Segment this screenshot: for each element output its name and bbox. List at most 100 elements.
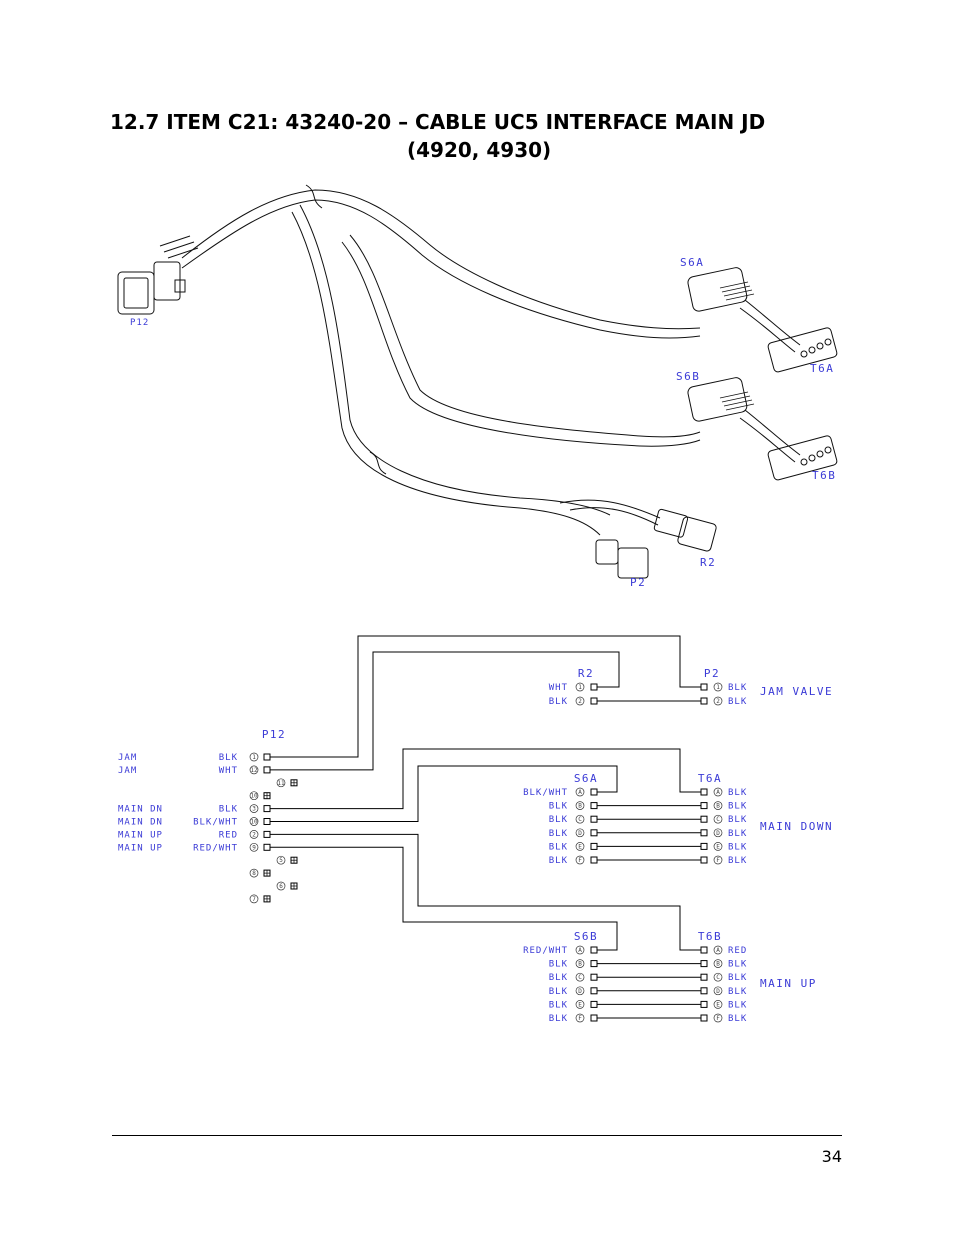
s6a-pin-number: D [578, 830, 582, 837]
t6b-drawing-label: T6B [812, 469, 836, 482]
t6b-pin [713, 972, 723, 982]
t6a-drawing-label: T6A [810, 362, 834, 375]
page-number: 34 [821, 1147, 842, 1166]
t6a-terminal [700, 829, 708, 837]
s6a-pin [575, 801, 585, 810]
heading-line-2: (4920, 4930) [407, 138, 552, 162]
trunk-cable-edge [181, 199, 701, 339]
s6b-pin-number: A [578, 947, 582, 954]
s6b-terminal [590, 946, 598, 954]
t6a-pin [713, 787, 723, 797]
t6b-schematic-label: T6B [698, 930, 722, 943]
t6b-wire-color: BLK [728, 960, 747, 970]
r2-pin [575, 682, 585, 692]
t6b-wire-color: BLK [728, 1014, 747, 1024]
break-mark [369, 451, 387, 475]
s6b-pin-number: F [578, 1015, 582, 1022]
p2-schematic-label: P2 [704, 667, 720, 680]
t6a-pin [713, 828, 723, 838]
p12-wire-color: BLK/WHT [193, 818, 238, 828]
t6b-terminal [700, 987, 708, 995]
p12-wire-color: RED/WHT [193, 843, 238, 853]
t6b-terminal [700, 1000, 708, 1008]
s6b-wire-color: RED/WHT [523, 946, 568, 956]
s6a-schematic-label: S6A [574, 772, 598, 785]
p12-pin [249, 791, 259, 801]
jam-wht-wire [270, 651, 620, 771]
t6a-pin-number: E [716, 843, 720, 850]
p2-branch-cable [299, 204, 611, 516]
s6b-terminal [590, 960, 598, 968]
s6a-terminal [590, 802, 598, 810]
t6a-pin [713, 814, 723, 824]
main-dn-blk-wire [270, 748, 701, 810]
s6b-pin-number: C [578, 974, 582, 981]
s6b-wire-color: BLK [549, 1014, 568, 1024]
s6b-branch-cable-edge [341, 241, 701, 447]
p12-pin [276, 778, 286, 788]
r2-lead [559, 499, 661, 519]
t6b-terminal [700, 1014, 708, 1022]
s6b-pin [575, 986, 585, 996]
s6b-wire-color: BLK [549, 973, 568, 983]
s6b-drawing-label: S6B [676, 370, 700, 383]
s6b-branch-cable [349, 234, 701, 438]
p12-terminal [263, 805, 271, 813]
t6b-pin-number: C [716, 974, 720, 981]
t6a-terminal [700, 802, 708, 810]
t6b-connector-body [767, 435, 838, 481]
section-heading: 12.7 ITEM C21: 43240-20 – CABLE UC5 INTE… [110, 108, 830, 164]
r2-connector-body [677, 516, 717, 552]
s6b-pin [575, 945, 585, 955]
r2-pin-number: 1 [578, 684, 582, 691]
t6b-terminal [700, 946, 708, 954]
s6b-pin-number: D [578, 988, 582, 995]
p12-pin-number: 9 [252, 844, 256, 851]
t6b-pin-number: B [716, 961, 720, 968]
s6a-terminal [590, 856, 598, 864]
s6a-terminal [590, 842, 598, 850]
t6a-pin-number: F [716, 857, 720, 864]
trunk-cable [181, 189, 701, 330]
p12-drawing-label: P12 [130, 318, 149, 328]
t6a-pin-number: C [716, 816, 720, 823]
t6a-terminal [700, 842, 708, 850]
s6b-pin [575, 959, 585, 968]
p2-connector-body [617, 547, 649, 579]
jam-valve-label: JAM VALVE [760, 685, 833, 698]
s6b-terminal [590, 973, 598, 981]
t6a-wire-color: BLK [728, 802, 747, 812]
t6b-terminal [700, 973, 708, 981]
break-mark [305, 184, 323, 209]
r2-drawing-label: R2 [700, 556, 716, 569]
s6b-schematic-label: S6B [574, 930, 598, 943]
p12-function-label: MAIN UP [118, 830, 163, 840]
s6a-wire-color: BLK [549, 829, 568, 839]
p12-terminal [263, 843, 271, 851]
s6a-pin [575, 828, 585, 838]
s6b-pin [575, 1013, 585, 1023]
p2-pin [713, 682, 723, 692]
p12-pin-number: 3 [252, 806, 256, 813]
p12-pin [276, 855, 286, 865]
p12-function-label: MAIN DN [118, 818, 163, 828]
jam-blk-wire [270, 635, 701, 758]
r2-wire-color: BLK [549, 697, 568, 707]
p12-pin [249, 752, 259, 762]
s6b-terminal [590, 987, 598, 995]
r2-pin-number: 2 [578, 698, 582, 705]
t6a-terminal [700, 856, 708, 864]
p12-pin-number: 6 [279, 883, 283, 890]
p2-terminal [700, 683, 708, 691]
s6b-terminal [590, 1000, 598, 1008]
s6a-pin-number: B [578, 803, 582, 810]
t6a-wire-color: BLK [728, 842, 747, 852]
t6a-schematic-label: T6A [698, 772, 722, 785]
s6a-terminal [590, 815, 598, 823]
r2-wire-color: WHT [549, 683, 568, 693]
t6b-wire-color: BLK [728, 987, 747, 997]
r2-pin [575, 696, 585, 706]
p2-wire-color: BLK [728, 697, 747, 707]
t6b-pin [713, 945, 723, 955]
t6b-pin [713, 959, 723, 968]
